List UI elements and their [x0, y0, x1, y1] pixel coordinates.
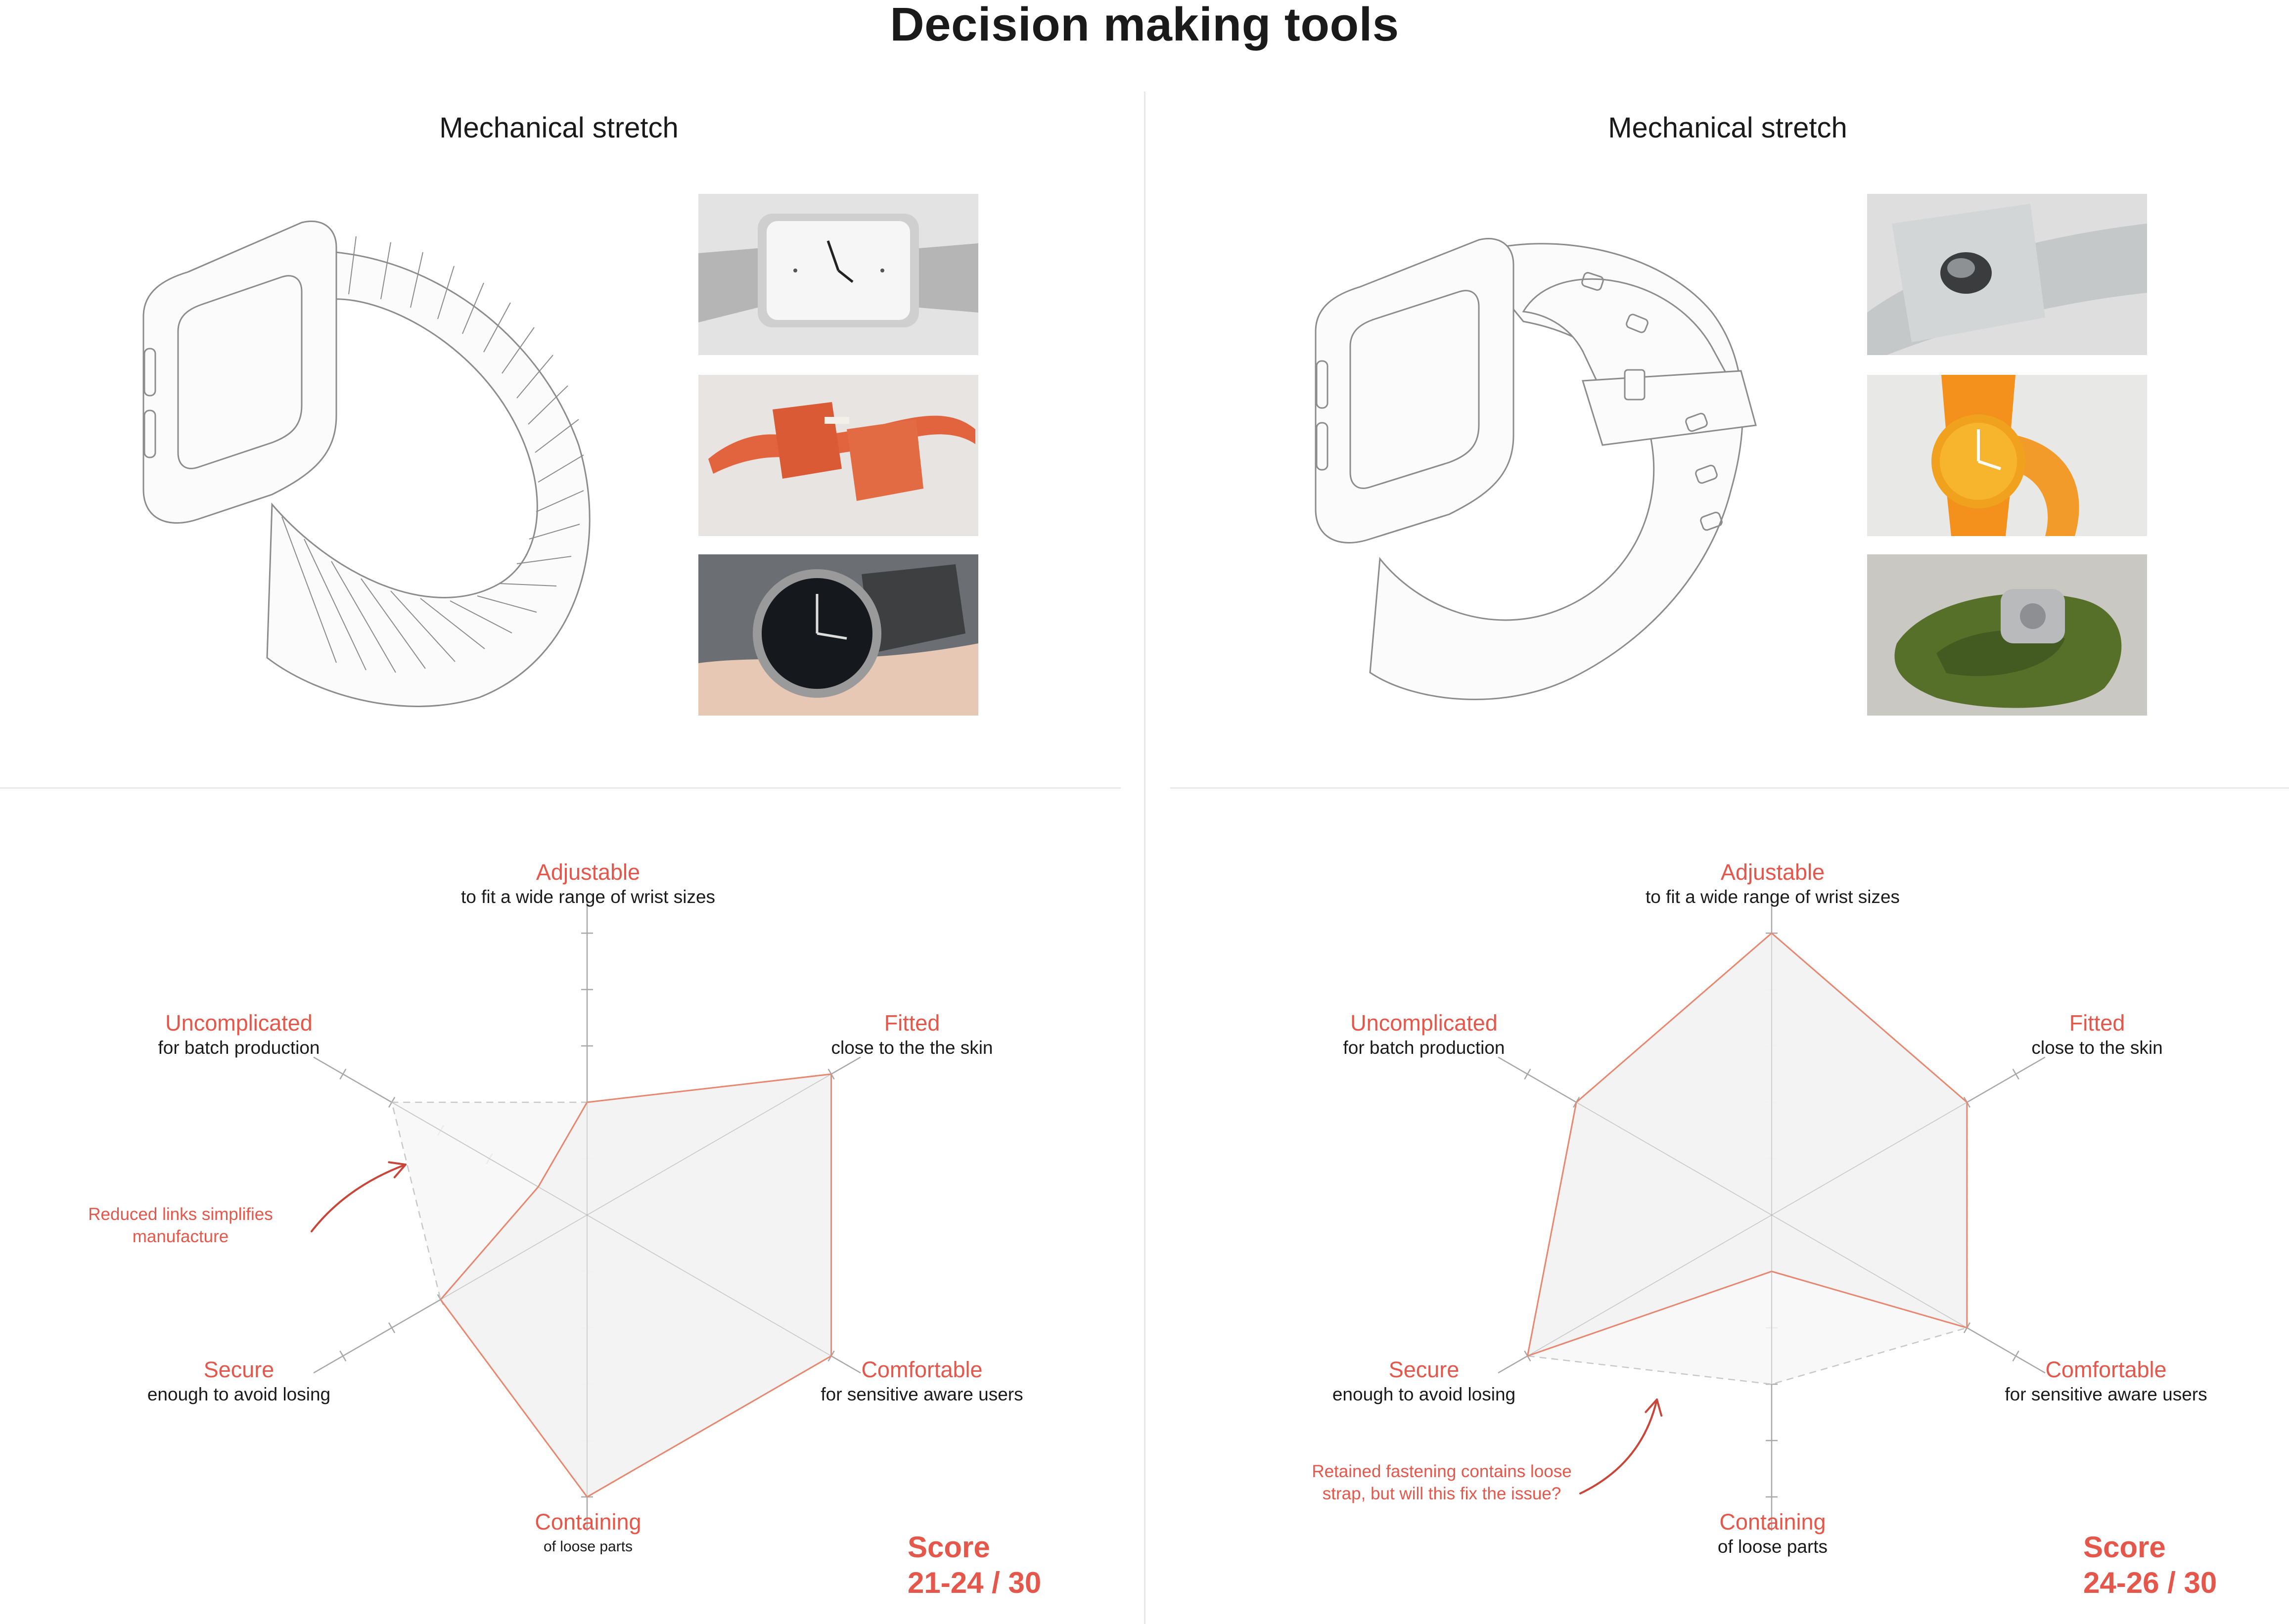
square-watch-mesh-strap-icon — [698, 194, 978, 355]
axis-title: Fitted — [884, 1010, 940, 1036]
annotation-arrow — [311, 1164, 407, 1232]
axis-label-containing-right: Containing of loose parts — [1600, 1509, 1946, 1558]
reference-photo-4 — [1867, 194, 2147, 355]
green-textured-strap-smartwatch-icon — [1867, 554, 2147, 716]
radar-axis-overlay — [587, 1057, 861, 1216]
annotation-arrowhead — [388, 1161, 407, 1178]
axis-subtitle: of loose parts — [543, 1538, 633, 1555]
axis-title: Uncomplicated — [165, 1010, 313, 1036]
axis-title: Containing — [535, 1509, 641, 1534]
axis-label-fitted-right: Fitted close to the skin — [1924, 1010, 2270, 1059]
axis-subtitle: of loose parts — [1717, 1536, 1828, 1557]
axis-label-fitted-left: Fitted close to the the skin — [739, 1010, 1085, 1059]
axis-label-adjustable-right: Adjustable to fit a wide range of wrist … — [1600, 859, 1946, 908]
reference-photo-5 — [1867, 375, 2147, 536]
axis-label-containing-left: Containing of loose parts — [415, 1509, 761, 1558]
reference-photo-3 — [698, 554, 978, 716]
annotation-right: Retained fastening contains loose strap,… — [1312, 1462, 1572, 1503]
axis-subtitle: enough to avoid losing — [1332, 1384, 1516, 1404]
horizontal-divider-left — [0, 787, 1121, 789]
axis-title: Uncomplicated — [1350, 1010, 1498, 1036]
axis-title: Comfortable — [861, 1357, 983, 1382]
radar-axis-overlay — [313, 1215, 588, 1373]
buckle-strap-watch-sketch — [1315, 237, 1757, 700]
axis-title: Secure — [1388, 1357, 1460, 1382]
vertical-divider — [1144, 91, 1145, 1624]
score-label: Score — [2083, 1531, 2166, 1564]
radar-axis-overlay — [587, 1215, 861, 1373]
axis-label-uncomplicated-right: Uncomplicated for batch production — [1251, 1010, 1597, 1059]
radar-axis-overlay — [1498, 1057, 1772, 1216]
radar-axis-overlay — [1771, 1057, 2046, 1216]
axis-title: Containing — [1719, 1509, 1826, 1534]
panel-heading-right: Mechanical stretch — [1608, 112, 1847, 144]
page-title: Decision making tools — [890, 0, 1399, 51]
axis-subtitle: to fit a wide range of wrist sizes — [460, 887, 716, 907]
axis-subtitle: for batch production — [1343, 1038, 1505, 1058]
yellow-watch-orange-strap-icon — [1867, 375, 2147, 536]
axis-label-uncomplicated-left: Uncomplicated for batch production — [66, 1010, 412, 1059]
axis-label-comfortable-left: Comfortable for sensitive aware users — [749, 1356, 1095, 1406]
axis-label-secure-right: Secure enough to avoid losing — [1251, 1356, 1597, 1406]
axis-subtitle: for sensitive aware users — [2005, 1384, 2207, 1404]
orange-fabric-band-icon — [698, 375, 978, 536]
reference-photo-1 — [698, 194, 978, 355]
annotation-arrowhead — [1645, 1398, 1663, 1417]
grey-silicone-strap-icon — [1867, 194, 2147, 355]
score-block-left: Score 21-24 / 30 — [908, 1530, 1041, 1601]
radar-axis-overlay — [1498, 1215, 1772, 1373]
annotation-left: Reduced links simplifies manufacture — [88, 1205, 273, 1246]
axis-title: Adjustable — [536, 859, 641, 885]
score-value: 21-24 / 30 — [908, 1566, 1042, 1599]
radar-axis-overlay — [313, 1057, 588, 1216]
axis-subtitle: enough to avoid losing — [147, 1384, 331, 1404]
axis-label-comfortable-right: Comfortable for sensitive aware users — [1933, 1356, 2279, 1406]
panel-heading-left: Mechanical stretch — [439, 112, 679, 144]
score-block-right: Score 24-26 / 30 — [2083, 1530, 2217, 1601]
reference-photo-6 — [1867, 554, 2147, 716]
axis-title: Adjustable — [1720, 859, 1825, 885]
axis-subtitle: for batch production — [158, 1038, 320, 1058]
black-dial-watch-on-wrist-icon — [698, 554, 978, 716]
axis-label-adjustable-left: Adjustable to fit a wide range of wrist … — [415, 859, 761, 908]
horizontal-divider-right — [1170, 787, 2289, 789]
axis-title: Comfortable — [2045, 1357, 2167, 1382]
score-label: Score — [908, 1531, 990, 1564]
axis-subtitle: to fit a wide range of wrist sizes — [1645, 887, 1900, 907]
axis-label-secure-left: Secure enough to avoid losing — [66, 1356, 412, 1406]
axis-subtitle: close to the the skin — [831, 1038, 993, 1058]
axis-subtitle: close to the skin — [2031, 1038, 2163, 1058]
axis-title: Fitted — [2069, 1010, 2125, 1036]
reference-photo-2 — [698, 375, 978, 536]
annotation-arrow — [1579, 1398, 1658, 1494]
radar-axis-overlay — [1771, 1215, 2046, 1373]
score-value: 24-26 / 30 — [2083, 1566, 2217, 1599]
segmented-band-watch-sketch — [142, 220, 591, 707]
axis-subtitle: for sensitive aware users — [821, 1384, 1023, 1404]
axis-title: Secure — [203, 1357, 275, 1382]
